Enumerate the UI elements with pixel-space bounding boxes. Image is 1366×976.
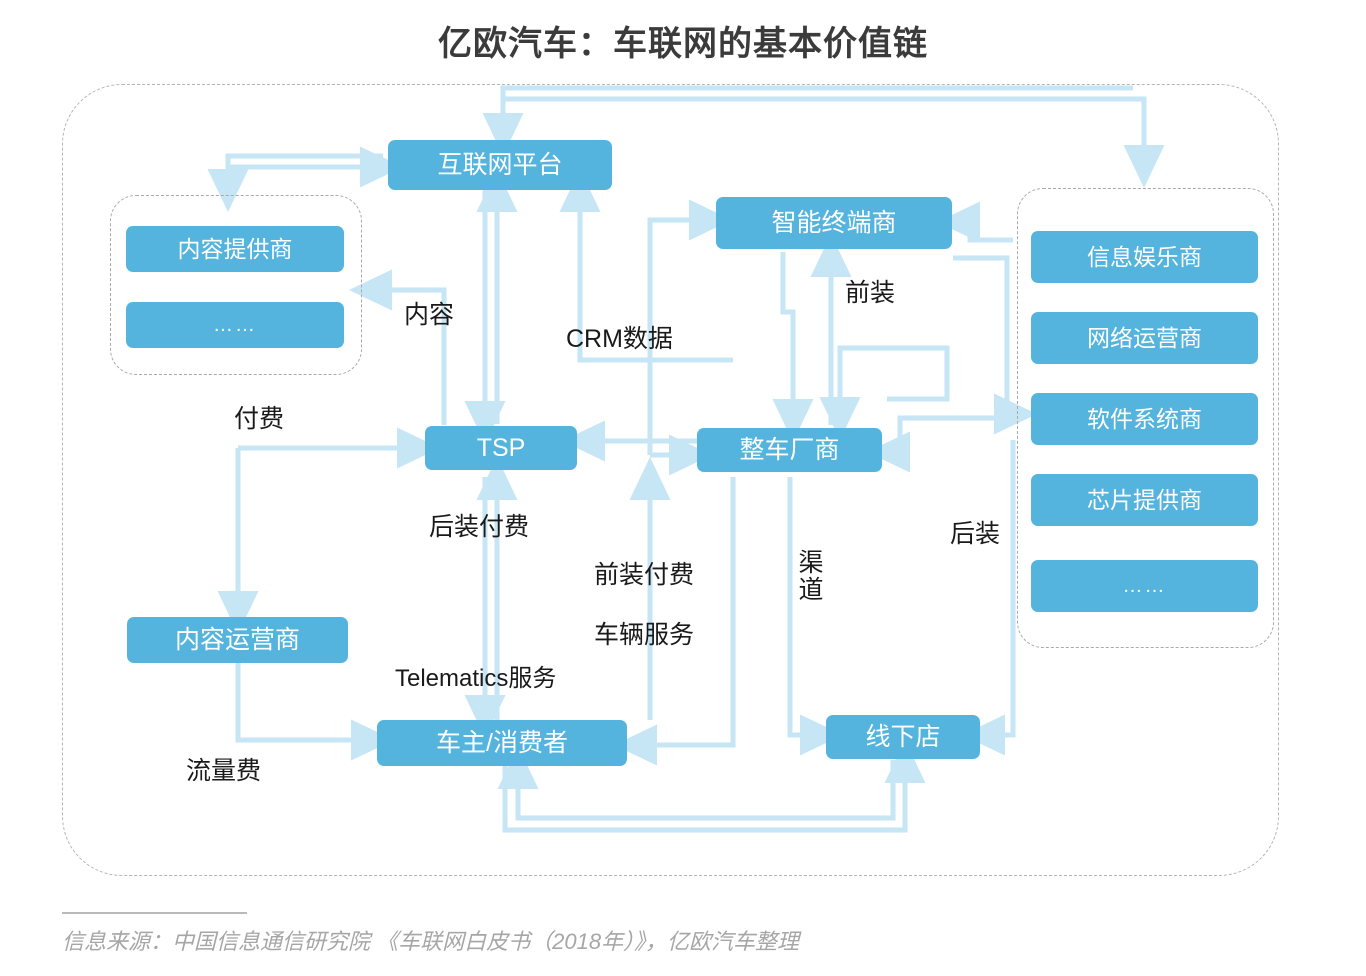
edge-oem-to-carowner [613,477,736,766]
node-infotainment[interactable]: 信息娱乐商 [1031,231,1258,283]
content-provider-group [110,195,362,375]
edge-label-post-install: 后装 [950,520,1001,548]
edge-suppliergroup-to-offlinestore [961,440,1016,756]
edge-label-telematics-service: Telematics服务 [395,665,557,692]
edge-label-pre-install: 前装 [845,279,896,307]
node-smart-terminal[interactable]: 智能终端商 [716,197,952,249]
edge-tsp-to-contentgroup [348,269,447,425]
edge-offlinestore-to-carowner [497,745,896,821]
node-content-provider-more[interactable]: …… [126,302,344,348]
supplier-group [1017,188,1274,648]
edge-oem-to-suppliergroup [819,345,950,441]
edge-suppliergroup-to-platform [482,85,1133,157]
edge-smartterminal-to-oem [772,252,814,443]
edge-label-channel: 渠道 [798,549,824,604]
edge-oem-to-offlinestore [787,477,844,756]
node-chip-provider[interactable]: 芯片提供商 [1031,474,1258,526]
edge-oem-to-platform [559,168,733,363]
footer-divider [62,912,247,914]
node-supplier-more[interactable]: …… [1031,560,1258,612]
edge-label-content: 内容 [404,301,455,329]
edge-platform-to-contentgroup [207,153,383,213]
edge-label-vehicle-service: 车辆服务 [594,621,695,649]
node-content-operator[interactable]: 内容运营商 [127,617,348,663]
edge-suppliergroup-to-smartterminal [936,201,1013,243]
page-title: 亿欧汽车：车联网的基本价值链 [438,25,928,63]
edge-tsp-to-smartterminal [647,199,733,455]
edge-contentoperator-to-carowner [235,663,395,761]
node-internet-platform[interactable]: 互联网平台 [388,140,612,190]
node-car-owner[interactable]: 车主/消费者 [377,720,627,766]
edge-label-post-install-pay: 后装付费 [429,513,530,541]
edge-carowner-to-offlinestore [502,739,926,833]
edge-platform-to-suppliergroup [503,96,1165,189]
edge-label-data-fee: 流量费 [186,757,262,785]
edge-label-pay: 付费 [234,405,285,433]
node-offline-store[interactable]: 线下店 [826,715,980,759]
node-content-provider[interactable]: 内容提供商 [126,226,344,272]
node-network-operator[interactable]: 网络运营商 [1031,312,1258,364]
edge-label-pre-install-pay: 前装付费 [594,561,695,589]
node-tsp[interactable]: TSP [425,426,577,470]
diagram-outer-container [62,84,1279,876]
edge-suppliergroup-to-oem [866,415,1018,473]
node-software-system[interactable]: 软件系统商 [1031,393,1258,445]
node-oem[interactable]: 整车厂商 [697,428,882,472]
edge-label-crm-data: CRM数据 [566,325,673,353]
source-note: 信息来源：中国信息通信研究院 《车联网白皮书（2018年）》，亿欧汽车整理 [62,929,800,954]
edge-smartterminal-to-suppliergroup [953,255,1038,435]
